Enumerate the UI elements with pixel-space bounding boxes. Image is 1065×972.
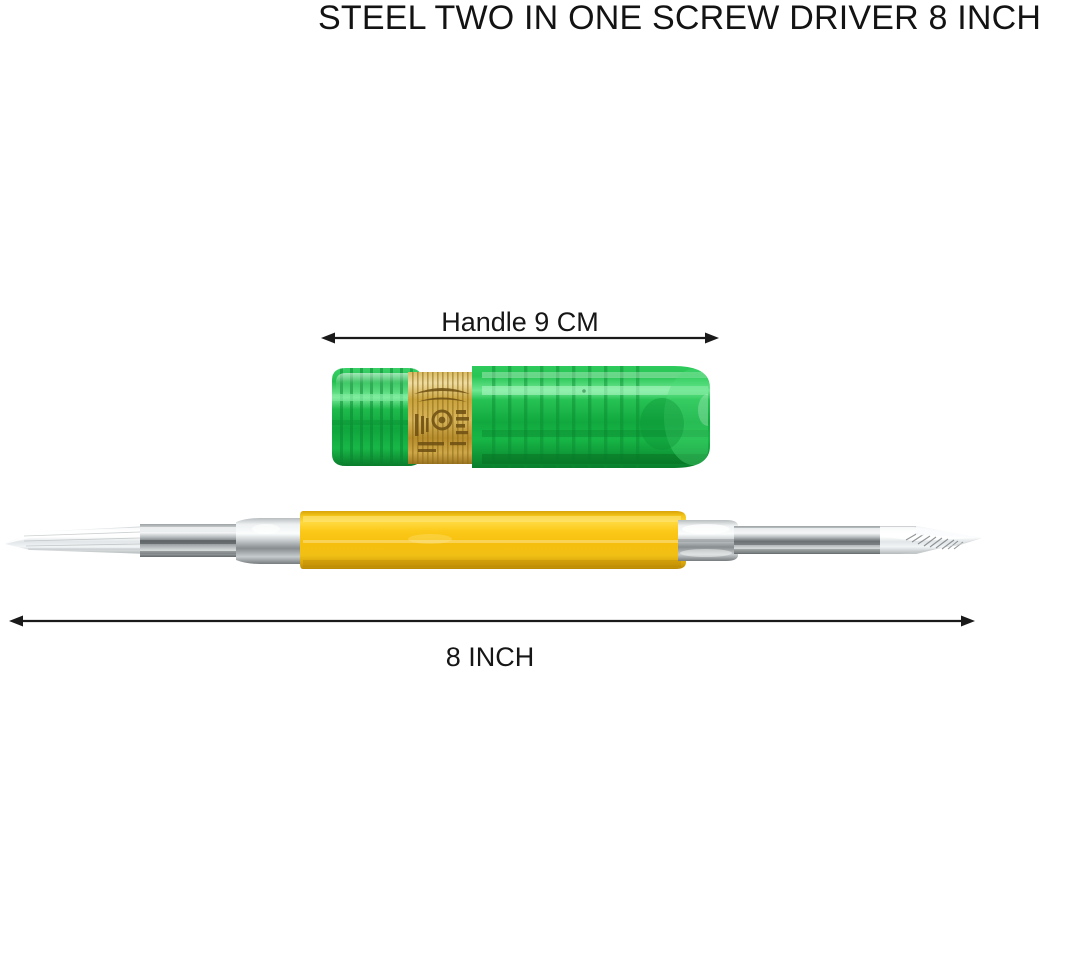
- left-shaft: [140, 518, 308, 564]
- total-length-dimension-arrow: [6, 610, 978, 632]
- right-collar: [678, 520, 738, 561]
- band-printing: [414, 388, 470, 452]
- product-screwdriver-image: [0, 496, 1000, 584]
- product-handle-image: [322, 358, 730, 476]
- page-title: STEEL TWO IN ONE SCREW DRIVER 8 INCH: [318, 0, 1042, 37]
- yellow-grip: [300, 511, 686, 569]
- handle-dimension-label: Handle 9 CM: [441, 307, 599, 337]
- phillips-head-tip: [880, 526, 982, 554]
- handle-dimension-arrow: [318, 327, 722, 349]
- total-length-label: 8 INCH: [445, 642, 535, 672]
- handle-body: [472, 366, 710, 468]
- handle-brass-band: [408, 372, 476, 464]
- right-shaft: [734, 526, 886, 554]
- flat-head-tip: [5, 526, 150, 554]
